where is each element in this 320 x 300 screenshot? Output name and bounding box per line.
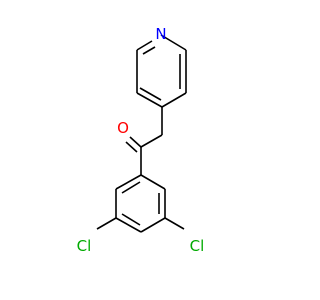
bond: [121, 213, 141, 226]
bond: [140, 174, 166, 190]
bond: [136, 40, 153, 51]
nitrogen-atom-label: N: [155, 25, 166, 43]
bond: [160, 34, 187, 51]
chlorine-atom-label: Cl: [77, 237, 92, 255]
bond: [121, 181, 141, 194]
bond: [142, 46, 156, 55]
bonds: [96, 34, 187, 233]
bond: [136, 92, 163, 108]
molecule-structure: N O Cl Cl: [77, 25, 205, 255]
bond: [96, 217, 117, 230]
chlorine-atom-label: Cl: [190, 237, 205, 255]
bond: [140, 134, 163, 148]
bond: [115, 217, 142, 233]
bond: [139, 87, 162, 101]
bond: [129, 136, 142, 148]
bond: [140, 217, 166, 233]
bond: [125, 141, 138, 153]
oxygen-atom-label: O: [117, 119, 129, 137]
bond: [164, 217, 185, 230]
atom-labels: N O Cl Cl: [77, 25, 205, 255]
bond: [161, 92, 187, 108]
bond: [115, 174, 142, 190]
